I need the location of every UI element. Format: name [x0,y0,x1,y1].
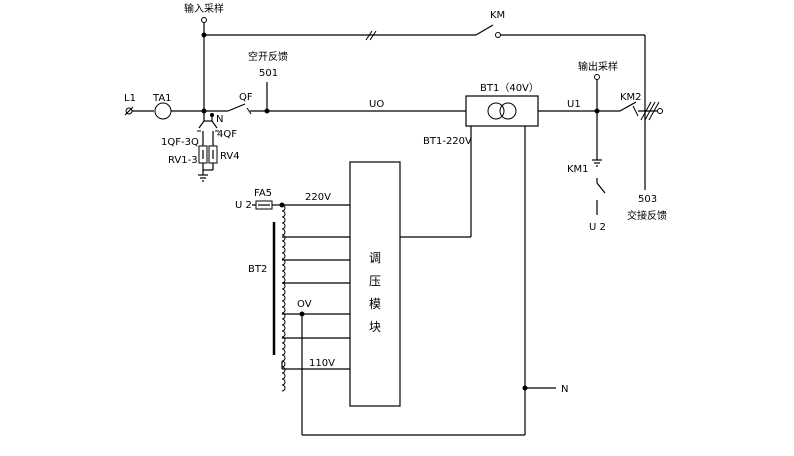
terminal-501-label: 501 [259,68,278,79]
n-bottom-label: N [561,384,568,395]
km1-label: KM1 [567,164,589,175]
bt2-label: BT2 [248,264,267,275]
u2-left-label: U 2 [235,200,252,211]
u2-right-label: U 2 [589,222,606,233]
qf-label: QF [239,92,253,103]
ov-label: OV [297,299,312,310]
qf-4-label: 4QF [217,129,237,140]
output-sample-label: 输出采样 [578,60,618,73]
l1-label: L1 [124,93,136,104]
uo-label: UO [369,99,384,110]
breaker-feedback-label: 空开反馈 [248,50,288,63]
km-label: KM [490,10,505,21]
ac-feedback-label: 交接反馈 [627,209,667,222]
bt1-220v-line [400,126,472,238]
v220-label: 220V [305,192,331,203]
module-char-1: 调 [369,251,381,265]
bt2-autotransformer [252,200,350,392]
rv1-3-label: RV1-3 [168,155,198,166]
bt1-220v-label: BT1-220V [423,136,472,147]
input-sample-label: 输入采样 [184,2,224,15]
n-tap-label: N [216,114,223,125]
u1-label: U1 [567,99,581,110]
ta1-label: TA1 [152,93,172,104]
main-line [124,82,663,127]
module-char-4: 块 [369,320,381,334]
rv4-label: RV4 [220,151,240,162]
bt1-label: BT1（40V） [480,82,539,94]
voltage-regulator-module [349,161,401,407]
surge-protection-branch [197,111,219,182]
module-char-3: 模 [369,297,381,311]
qf-1-3-label: 1QF-3Q [161,137,199,148]
fa5-label: FA5 [254,188,272,199]
output-sample-branch [592,74,606,215]
neutral-return-line [301,126,556,436]
v110-label: 110V [309,358,335,369]
km2-label: KM2 [620,92,642,103]
terminal-503-label: 503 [638,194,657,205]
module-char-2: 压 [369,274,381,288]
